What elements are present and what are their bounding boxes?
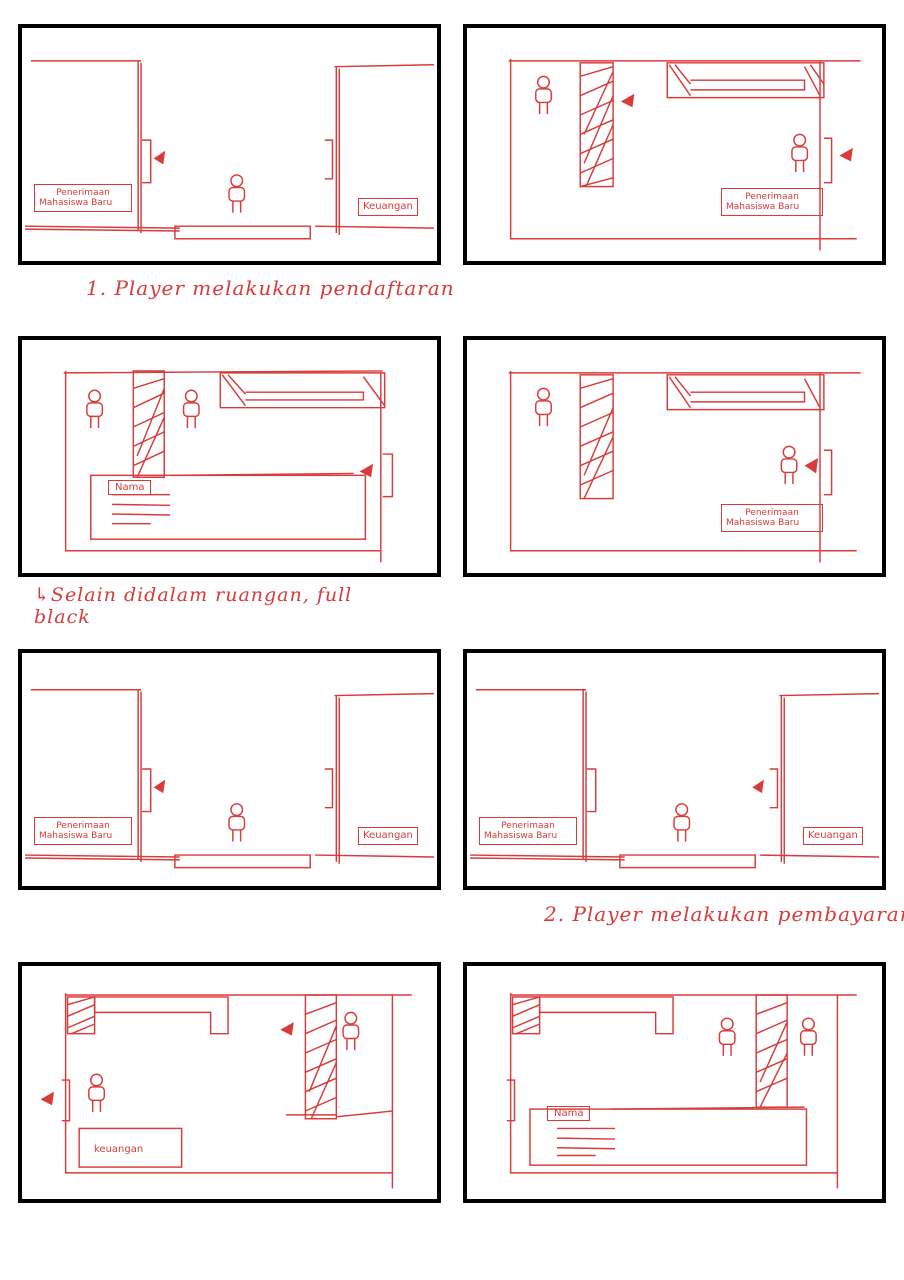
player-character-icon (229, 175, 244, 213)
sign-keuangan-label: Keuangan (363, 831, 413, 841)
panel-1-sketch (22, 28, 437, 261)
sign-penerimaan-line1: Penerimaan (726, 508, 818, 518)
panel-5-sketch (22, 653, 437, 886)
dialog-name-label: Nama (108, 480, 151, 495)
sign-penerimaan-line2: Mahasiswa Baru (726, 518, 818, 528)
panel-6-sketch (467, 653, 882, 886)
player-character-icon (87, 390, 102, 428)
sign-penerimaan: Penerimaan Mahasiswa Baru (479, 817, 577, 845)
panel-4: Penerimaan Mahasiswa Baru (463, 336, 886, 577)
panel-5: Penerimaan Mahasiswa Baru Keuangan (18, 649, 441, 890)
caption-step-1: 1. Player melakukan pendaftaran (86, 276, 455, 300)
sign-penerimaan-line1: Penerimaan (484, 821, 572, 831)
sign-keuangan-label: Keuangan (808, 831, 858, 841)
player-character-icon (89, 1074, 104, 1112)
panel-3: Nama (18, 336, 441, 577)
player-character-icon (229, 804, 244, 842)
caption-note-text: Selain didalam ruangan, full black (34, 584, 352, 628)
sign-penerimaan: Penerimaan Mahasiswa Baru (721, 504, 823, 532)
door-icon (824, 138, 832, 182)
sign-penerimaan: Penerimaan Mahasiswa Baru (721, 188, 823, 216)
panel-7-sketch (22, 966, 437, 1199)
sign-penerimaan-line2: Mahasiswa Baru (726, 202, 818, 212)
panel-7: keuangan (18, 962, 441, 1203)
sign-penerimaan-line1: Penerimaan (39, 188, 127, 198)
sign-keuangan: Keuangan (358, 827, 418, 845)
sign-keuangan-label: Keuangan (363, 202, 413, 212)
player-character-icon (536, 388, 551, 426)
cursor-arrow-icon (280, 1022, 294, 1036)
sign-penerimaan-line1: Penerimaan (726, 192, 818, 202)
player-character-icon (536, 76, 551, 114)
sign-keuangan: Keuangan (358, 198, 418, 216)
door-icon (142, 140, 151, 183)
dialog-name-label: Nama (547, 1106, 590, 1121)
sign-keuangan-label: keuangan (94, 1145, 143, 1155)
caption-step-2: 2. Player melakukan pembayaran (544, 902, 904, 926)
sign-penerimaan: Penerimaan Mahasiswa Baru (34, 184, 132, 212)
cursor-arrow-icon (621, 94, 635, 108)
player-character-icon (343, 1012, 358, 1050)
panel-8: Nama (463, 962, 886, 1203)
door-icon (824, 450, 832, 494)
player-character-icon (792, 134, 807, 172)
cursor-arrow-icon (154, 780, 166, 794)
player-character-icon (781, 446, 796, 484)
caption-note: ↳Selain didalam ruangan, full black (34, 584, 394, 628)
panel-2-sketch (467, 28, 882, 261)
player-character-icon (674, 804, 689, 842)
panel-1: Penerimaan Mahasiswa Baru Keuangan (18, 24, 441, 265)
sign-penerimaan-line2: Mahasiswa Baru (39, 198, 127, 208)
door-icon (142, 769, 151, 812)
sign-penerimaan: Penerimaan Mahasiswa Baru (34, 817, 132, 845)
panel-3-sketch (22, 340, 437, 573)
sign-penerimaan-line2: Mahasiswa Baru (484, 831, 572, 841)
player-character-icon (801, 1018, 816, 1056)
panel-2: Penerimaan Mahasiswa Baru (463, 24, 886, 265)
sign-penerimaan-line1: Penerimaan (39, 821, 127, 831)
sign-penerimaan-line2: Mahasiswa Baru (39, 831, 127, 841)
hatched-wall-icon (580, 375, 613, 499)
sign-keuangan: Keuangan (803, 827, 863, 845)
player-character-icon (719, 1018, 734, 1056)
door-icon (587, 769, 596, 812)
cursor-arrow-icon (805, 458, 819, 473)
panel-6: Penerimaan Mahasiswa Baru Keuangan (463, 649, 886, 890)
cursor-arrow-icon (752, 780, 764, 794)
player-character-icon (184, 390, 199, 428)
note-arrow-icon: ↳ (34, 584, 51, 606)
cursor-arrow-icon (154, 151, 166, 165)
panel-4-sketch (467, 340, 882, 573)
panel-8-sketch (467, 966, 882, 1199)
sign-keuangan: keuangan (90, 1142, 147, 1158)
